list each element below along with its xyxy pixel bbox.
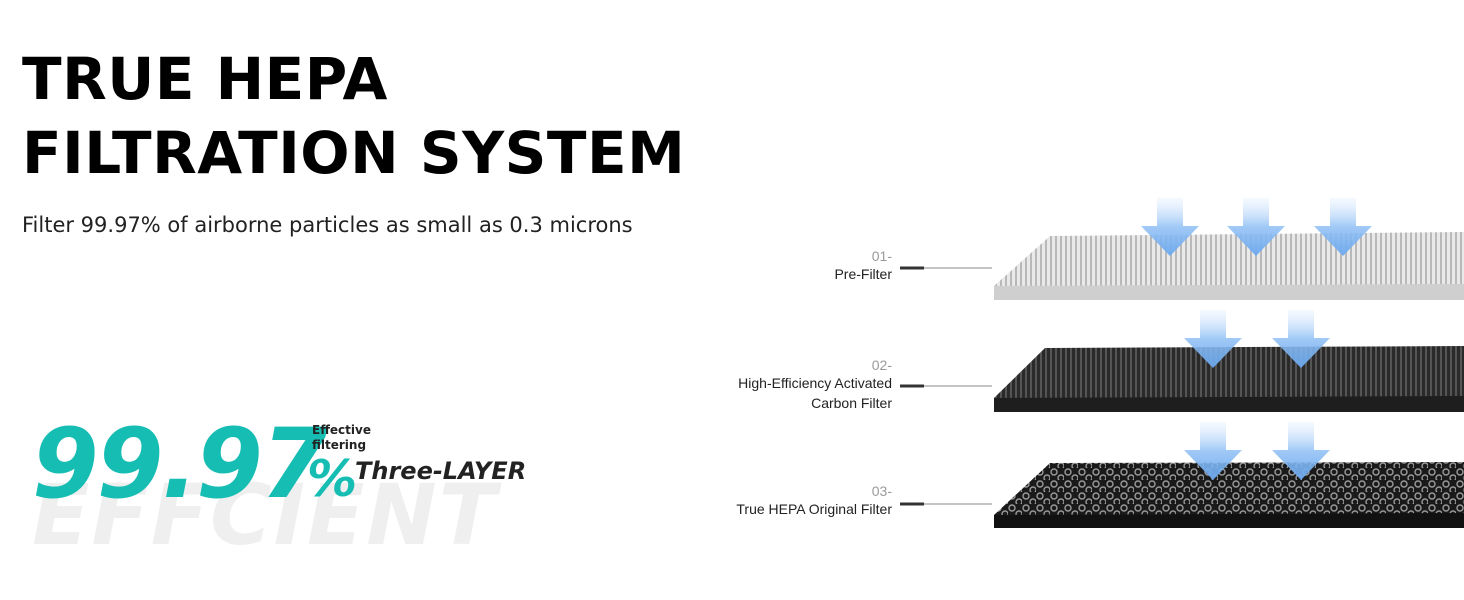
- percent-sign: %: [307, 450, 358, 508]
- layer-number: 02-: [871, 357, 892, 373]
- subtitle: Filter 99.97% of airborne particles as s…: [22, 213, 633, 237]
- airflow-arrow-icon: [1184, 422, 1242, 480]
- carbon-filter-layer: [994, 346, 1464, 412]
- layer-label-2: 02- High-Efficiency Activated Carbon Fil…: [738, 357, 892, 413]
- filtering-label: filtering: [312, 438, 367, 452]
- effective-label: Effective: [312, 423, 371, 437]
- layer-label-3: 03- True HEPA Original Filter: [736, 483, 892, 519]
- layer-number: 01-: [871, 248, 892, 264]
- layer-name: True HEPA Original Filter: [736, 501, 892, 517]
- page-title: TRUE HEPA FILTRATION SYSTEM: [22, 42, 685, 190]
- title-line-2: FILTRATION SYSTEM: [22, 119, 686, 187]
- airflow-arrow-icon: [1272, 310, 1330, 368]
- pre-filter-layer: [994, 232, 1464, 300]
- airflow-arrow-icon: [1141, 198, 1199, 256]
- layer-name: Pre-Filter: [834, 266, 892, 282]
- hepa-filter-layer: [994, 462, 1464, 528]
- airflow-arrow-icon: [1184, 310, 1242, 368]
- title-line-1: TRUE HEPA: [22, 45, 388, 113]
- layer-name-line-2: Carbon Filter: [811, 395, 892, 411]
- airflow-arrow-icon: [1227, 198, 1285, 256]
- layer-number: 03-: [871, 483, 892, 499]
- airflow-arrow-icon: [1272, 422, 1330, 480]
- three-layer-label: Three-LAYER: [355, 457, 527, 485]
- effective-filtering-label: Effective filtering: [312, 423, 392, 453]
- airflow-arrow-icon: [1314, 198, 1372, 256]
- layer-name: High-Efficiency Activated: [738, 375, 892, 391]
- efficiency-value: 99.97: [32, 408, 328, 520]
- layer-label-1: 01- Pre-Filter: [834, 248, 892, 284]
- watermark-text: EFFCIENT: [32, 466, 499, 564]
